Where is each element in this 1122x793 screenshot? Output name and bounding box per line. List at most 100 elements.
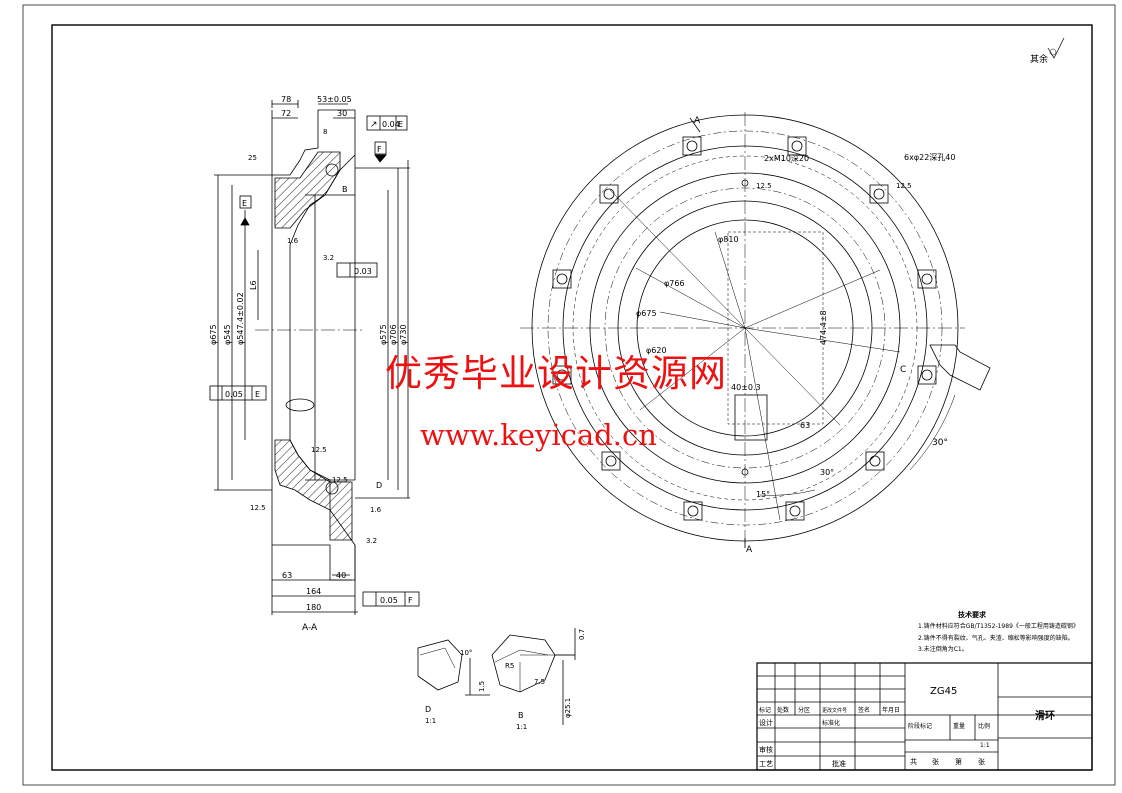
angle-30a: 30°: [932, 438, 948, 448]
dim-d706: φ706: [389, 324, 398, 345]
bolt-hole-11: [552, 269, 572, 289]
datum-e: E: [242, 199, 247, 208]
dim-8: 8: [323, 128, 327, 136]
title-block-texts: ZG45 滑环 标记 处数 分区 更改文件号 签名 年月日 设计 审核 工艺 标…: [759, 686, 1055, 768]
tb-col-2: 比例: [978, 722, 990, 730]
tech-title: 技术要求: [958, 610, 987, 619]
rough-7: 12.5: [332, 476, 348, 484]
angle-30b: 30°: [820, 468, 834, 477]
rough-3: 1.6: [370, 506, 382, 514]
bolt-holes: [552, 136, 937, 521]
detail-d-outline: [417, 639, 463, 691]
gdt-flat-2-datum: E: [255, 390, 260, 399]
bolt-hole-10: [552, 365, 572, 385]
dim-53: 53±0.05: [317, 95, 352, 104]
tb-material: ZG45: [930, 686, 957, 697]
detail-d-scale: 1:1: [425, 717, 436, 725]
dim-63-plan: 63: [800, 421, 810, 430]
tb-hdr-1: 处数: [777, 706, 789, 714]
detail-d-dim: 1.5: [478, 681, 486, 692]
dim-180: 180: [306, 603, 321, 612]
gdt-runout-datum: E: [398, 120, 403, 129]
tech-item-1: 1.铸件材料应符合GB/T1352-1989《一般工程用铸造碳钢》: [918, 622, 1079, 630]
tb-bot-2: 第: [955, 757, 962, 766]
tb-bot-1: 张: [932, 757, 939, 766]
plan-texts: A A 6xφ22深孔40 2xM10深20 φ766 φ675 φ620 φ8…: [636, 116, 955, 555]
bolt-hole-3: [869, 184, 889, 204]
detail-b-d25: φ25.1: [564, 698, 572, 718]
bolt-hole-9: [601, 451, 621, 471]
detail-d-angle: 10°: [460, 649, 472, 657]
gdt-flat-2-value: 0.05: [225, 390, 243, 399]
callout-b: B: [342, 185, 348, 194]
section-texts: 78 72 53±0.05 30 8 ↗ 0.04 E F E 0.03 0.0…: [209, 95, 413, 633]
section-mark-top: A: [694, 116, 701, 126]
tb-ratio: 1:1: [980, 742, 990, 749]
hole-callout-6x: 6xφ22深孔40: [904, 153, 955, 162]
rough-plan-2: 12.5: [756, 182, 772, 190]
tb-bot-3: 张: [978, 757, 985, 766]
gdt-flat-3-datum: F: [408, 596, 413, 605]
dim-d766: φ766: [664, 279, 685, 288]
outer-border: [22, 4, 1116, 786]
dim-164: 164: [306, 587, 321, 596]
rough-1: 25: [248, 154, 257, 162]
title-block: [756, 662, 1093, 771]
tb-hdr-2: 分区: [798, 706, 810, 714]
tb-hdr-0: 标记: [759, 706, 771, 714]
detail-b-outline: [491, 634, 556, 693]
dim-78: 78: [281, 95, 291, 104]
tb-hdr-5: 年月日: [882, 706, 900, 714]
dim-d675: φ675: [209, 324, 218, 345]
tech-item-3: 3.未注倒角为C1。: [918, 645, 968, 653]
tb-mid-1: 批准: [832, 759, 846, 768]
tb-hdr-4: 签名: [858, 706, 870, 714]
section-gdt: [209, 115, 420, 607]
tb-mid-0: 标准化: [822, 719, 840, 727]
gdt-runout-symbol: ↗: [370, 120, 378, 130]
detail-b-scale: 1:1: [516, 723, 527, 731]
bolt-hole-7: [785, 501, 805, 521]
bolt-hole-12: [599, 184, 619, 204]
dim-40: 40: [336, 571, 346, 580]
gdt-runout-value: 0.04: [382, 120, 400, 129]
rough-2: 1.6: [287, 237, 299, 245]
dim-d675-plan: φ675: [636, 309, 657, 318]
dim-d810: φ810: [718, 235, 739, 244]
angle-15: 15°: [756, 490, 770, 499]
section-view: [214, 100, 410, 615]
detail-d-label: D: [425, 705, 431, 714]
rough-plan-1: 12.5: [896, 182, 912, 190]
section-mark-bottom: A: [746, 545, 753, 555]
dim-72: 72: [281, 109, 291, 118]
tb-part-name: 滑环: [1035, 709, 1055, 722]
tb-col-0: 阶段标记: [908, 722, 932, 730]
plan-view: [520, 112, 991, 548]
roughness-corner: 其余: [1030, 37, 1065, 65]
hole-callout-2x: 2xM10深20: [764, 154, 809, 163]
dim-63: 63: [282, 571, 292, 580]
detail-views: [417, 628, 576, 725]
gdt-flat-3-value: 0.05: [380, 596, 398, 605]
rough-5: 3.2: [366, 537, 377, 545]
detail-b-r5: R5: [505, 662, 514, 670]
detail-texts: D 1:1 B 1:1 10° 1.5 R5 7.5 φ25.1 0.7: [425, 629, 586, 731]
tb-left-2: 工艺: [759, 760, 773, 768]
bolt-hole-1: [682, 136, 702, 156]
label-c: C: [900, 365, 906, 375]
dim-d620: φ620: [646, 346, 667, 355]
dim-l6: L6: [249, 280, 258, 290]
bolt-hole-6: [865, 451, 885, 471]
dim-d575: φ575: [379, 324, 388, 345]
dim-40: 40±0.3: [731, 383, 761, 392]
rough-8: 12.5: [250, 504, 266, 512]
section-label: A-A: [302, 623, 318, 633]
tb-bot-0: 共: [910, 757, 917, 766]
inner-border: [51, 24, 1093, 771]
tech-item-2: 2.铸件不得有裂纹、气孔、夹渣、缩松等影响强度的缺陷。: [918, 634, 1074, 642]
detail-b-07: 0.7: [578, 629, 586, 640]
tech-requirements: 技术要求 1.铸件材料应符合GB/T1352-1989《一般工程用铸造碳钢》 2…: [918, 610, 1079, 653]
dim-474: 474.4±8: [819, 310, 828, 345]
tb-col-1: 重量: [953, 722, 965, 730]
